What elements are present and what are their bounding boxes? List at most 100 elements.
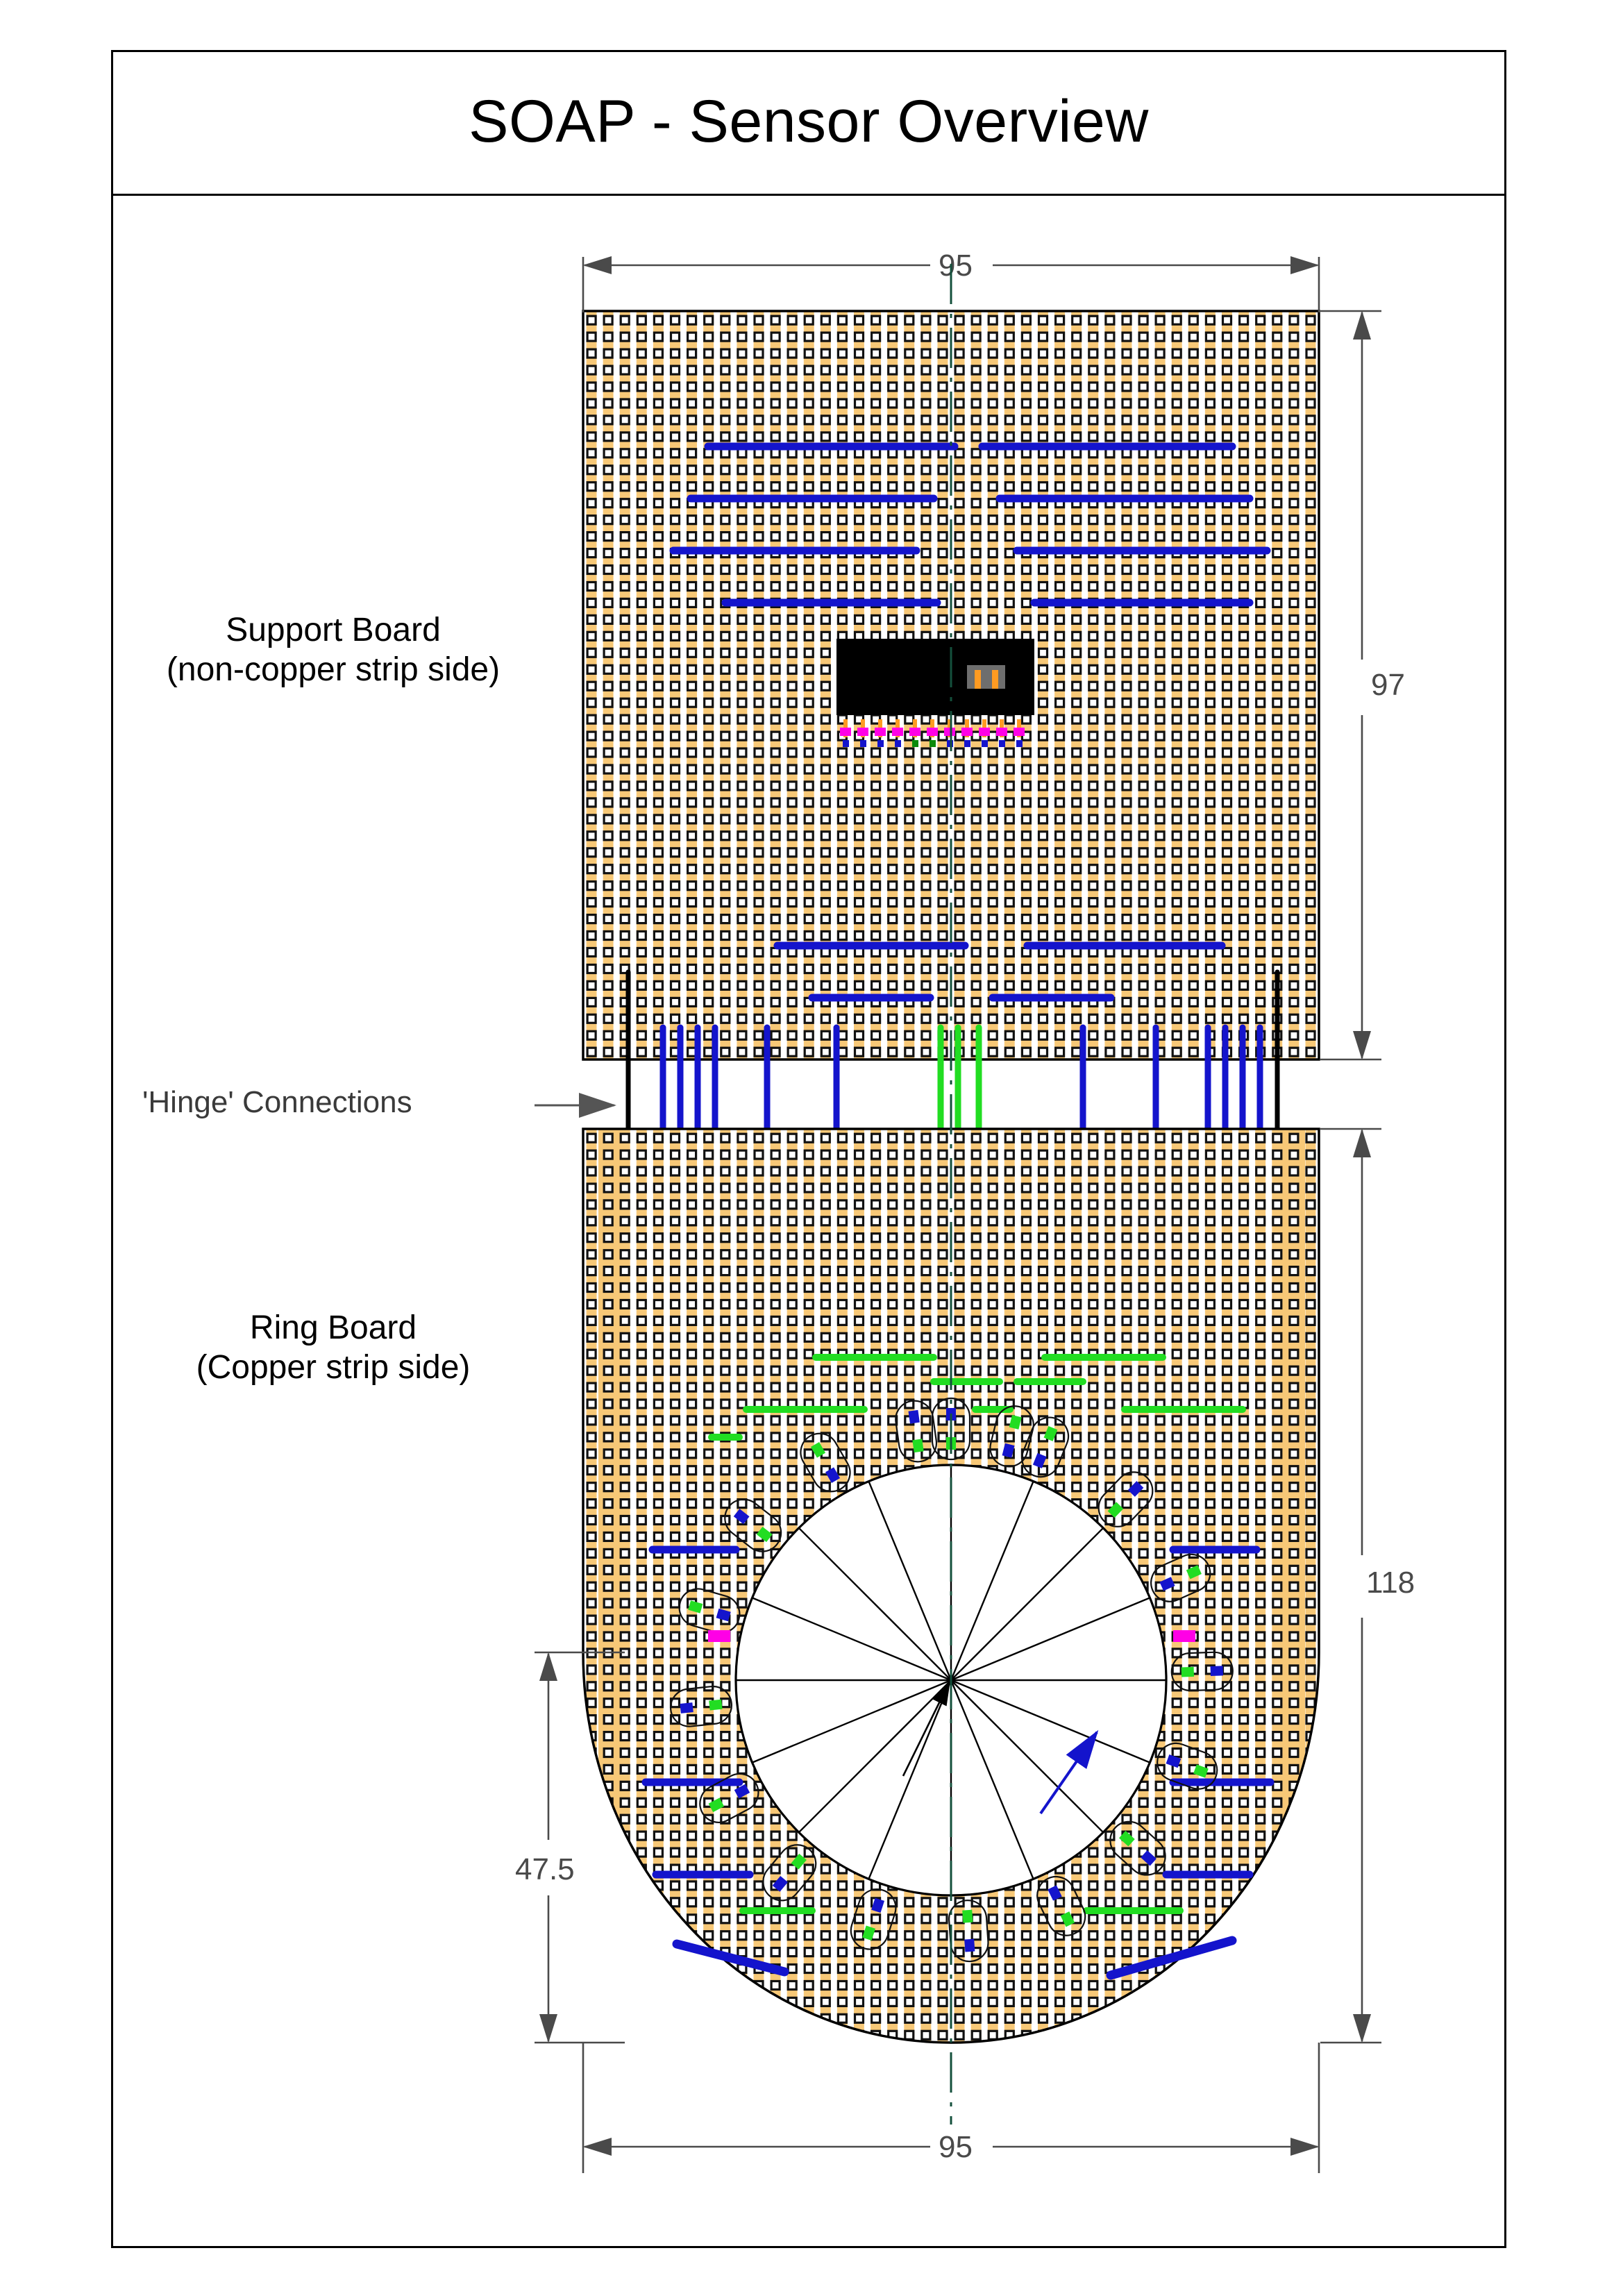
- solder-pad: [1071, 697, 1082, 708]
- solder-pad: [920, 1132, 932, 1143]
- solder-pad: [1004, 747, 1015, 758]
- solder-pad: [737, 963, 748, 975]
- solder-pad: [1088, 1863, 1099, 1875]
- solder-pad: [720, 730, 731, 741]
- solder-pad: [603, 1046, 614, 1057]
- solder-pad: [1138, 647, 1149, 658]
- solder-pad: [1171, 1698, 1182, 1709]
- solder-pad: [1121, 1216, 1132, 1227]
- solder-pad: [636, 1465, 647, 1476]
- solder-pad: [1255, 1564, 1266, 1575]
- capsule-outline: [762, 1844, 817, 1902]
- solder-pad: [636, 930, 647, 941]
- solder-pad: [1288, 1013, 1300, 1024]
- solder-pad: [1305, 647, 1316, 658]
- solder-pad: [987, 1030, 998, 1041]
- solder-pad: [1037, 664, 1049, 675]
- solder-pad: [1154, 1498, 1166, 1509]
- solder-pad: [703, 348, 714, 359]
- solder-pad: [803, 864, 814, 875]
- solder-pad: [1255, 1747, 1266, 1759]
- solder-pad: [1138, 1365, 1149, 1376]
- solder-pad: [1238, 1265, 1250, 1277]
- solder-pad: [1054, 1947, 1066, 1958]
- solder-pad: [853, 464, 865, 476]
- solder-pad: [937, 331, 948, 342]
- solder-pad: [803, 830, 814, 841]
- solder-pad: [1305, 1046, 1316, 1057]
- solder-pad: [1154, 980, 1166, 991]
- solder-pad: [920, 564, 932, 576]
- solder-pad: [1020, 963, 1032, 975]
- solder-pad: [1088, 315, 1099, 326]
- solder-pad: [1221, 1199, 1233, 1210]
- solder-pad: [653, 963, 664, 975]
- solder-pad: [1004, 913, 1015, 925]
- solder-pad: [853, 864, 865, 875]
- solder-pad: [653, 1132, 664, 1143]
- solder-pad: [1104, 913, 1116, 925]
- solder-pad: [1054, 331, 1066, 342]
- solder-pad: [1037, 1265, 1049, 1277]
- solder-pad: [636, 880, 647, 891]
- pin-stub: [1016, 740, 1023, 747]
- capsule-pad-lower: [734, 1784, 750, 1799]
- solder-pad: [1238, 1797, 1250, 1808]
- solder-pad: [1188, 714, 1199, 725]
- solder-pad: [1154, 930, 1166, 941]
- solder-pad: [1054, 1046, 1066, 1057]
- solder-pad: [1204, 880, 1216, 891]
- solder-pad: [1104, 814, 1116, 825]
- solder-pad: [1088, 1880, 1099, 1891]
- solder-pad: [586, 1382, 597, 1393]
- solder-pad: [603, 630, 614, 642]
- solder-pad: [803, 1448, 814, 1459]
- solder-pad: [703, 1514, 714, 1526]
- solder-pad: [753, 481, 764, 492]
- solder-pad: [636, 1216, 647, 1227]
- capsule-outline: [931, 1397, 971, 1461]
- solder-pad: [653, 1913, 664, 1925]
- solder-pad: [870, 747, 882, 758]
- solder-pad: [970, 1149, 982, 1160]
- solder-pad: [770, 1996, 781, 2007]
- solder-pad: [1020, 1348, 1032, 1359]
- solder-pad: [1088, 1996, 1099, 2007]
- solder-pad: [1305, 1482, 1316, 1493]
- solder-pad: [686, 1797, 698, 1808]
- solder-pad: [1171, 1930, 1182, 1941]
- solder-pad: [770, 2013, 781, 2024]
- solder-pad: [1121, 1847, 1132, 1858]
- solder-pad: [720, 1913, 731, 1925]
- solder-pad: [1238, 1979, 1250, 1991]
- solder-pad: [887, 864, 898, 875]
- solder-pad: [904, 315, 915, 326]
- magenta-pad: [944, 728, 955, 736]
- solder-pad: [1305, 996, 1316, 1008]
- solder-pad: [870, 315, 882, 326]
- solder-pad: [954, 1282, 965, 1293]
- solder-pad: [703, 913, 714, 925]
- solder-pad: [787, 780, 798, 791]
- solder-pad: [787, 1498, 798, 1509]
- solder-pad: [987, 1315, 998, 1327]
- solder-pad: [820, 530, 831, 542]
- solder-pad: [820, 814, 831, 825]
- solder-pad: [1154, 1482, 1166, 1493]
- solder-pad: [603, 1448, 614, 1459]
- solder-pad: [970, 530, 982, 542]
- dim-support-height: 97: [1371, 668, 1405, 702]
- solder-pad: [1204, 1348, 1216, 1359]
- solder-pad: [1154, 963, 1166, 975]
- solder-pad: [1154, 1315, 1166, 1327]
- solder-pad: [954, 1166, 965, 1177]
- solder-pad: [803, 1979, 814, 1991]
- solder-pad: [1255, 597, 1266, 609]
- solder-pad: [1037, 630, 1049, 642]
- solder-pad: [787, 913, 798, 925]
- solder-pad: [753, 1315, 764, 1327]
- solder-pad: [970, 1298, 982, 1310]
- solder-pad: [669, 1847, 681, 1858]
- solder-pad: [753, 364, 764, 376]
- solder-pad: [586, 1482, 597, 1493]
